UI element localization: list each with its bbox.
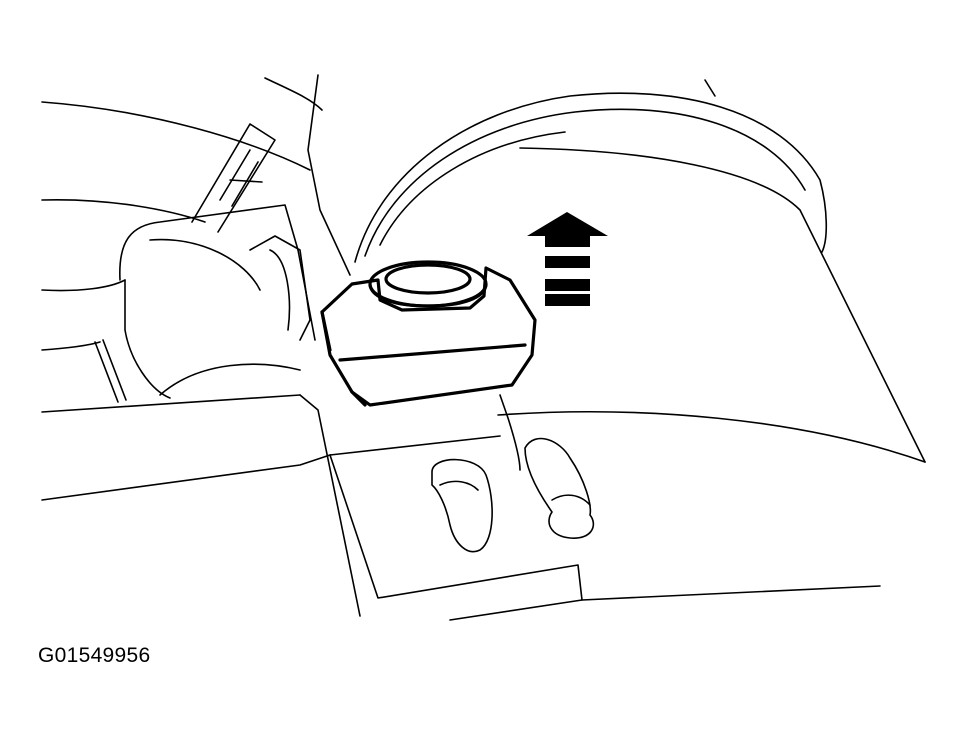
strut-tower xyxy=(497,147,926,471)
dipstick-handle xyxy=(191,123,276,233)
up-arrow-indicator xyxy=(527,212,608,306)
mounting-studs xyxy=(431,437,595,553)
figure-id-label: G01549956 xyxy=(38,644,151,667)
fender-arc xyxy=(354,79,828,263)
left-housing xyxy=(41,204,316,413)
background-panel-lines xyxy=(41,77,323,351)
reservoir-cap xyxy=(320,260,537,407)
body-panel-edges xyxy=(41,74,881,621)
